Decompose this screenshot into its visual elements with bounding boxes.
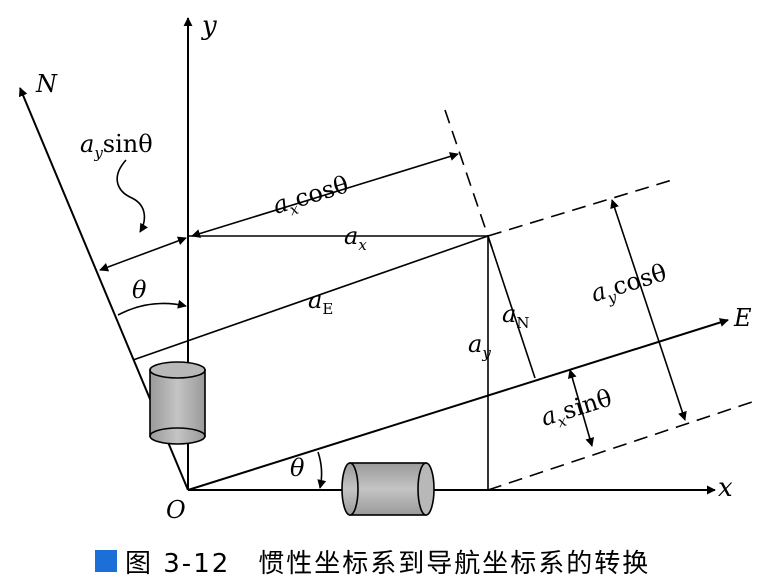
- origin-label: O: [166, 496, 186, 524]
- dashed-guide-lower: [487, 401, 753, 491]
- y-axis-label: y: [201, 11, 217, 41]
- ay-sin-theta-leader: [116, 159, 149, 233]
- caption-marker-square: [95, 550, 117, 572]
- theta-label-lower: θ: [290, 454, 305, 482]
- caption-title: 惯性坐标系到导航坐标系的转换: [258, 548, 651, 579]
- vertical-accelerometer-icon: [149, 361, 206, 445]
- ae-line: [132, 235, 489, 361]
- theta-arc-upper: [117, 299, 187, 316]
- ay-sin-theta-label: aysinθ: [80, 130, 153, 162]
- e-axis-label: E: [733, 304, 752, 332]
- ae-label: aE: [308, 286, 333, 318]
- e-axis-line: [187, 318, 729, 491]
- horizontal-accelerometer-icon: [341, 462, 435, 516]
- caption-figure-number: 图 3-12: [125, 548, 231, 579]
- ax-label: ax: [344, 222, 367, 254]
- ay-cos-theta-label: aycosθ: [588, 258, 671, 311]
- theta-label-upper: θ: [132, 276, 147, 304]
- theta-arc-lower: [317, 451, 327, 489]
- ay-cos-theta-dim-arrow: [610, 199, 687, 421]
- x-axis-label: x: [718, 473, 733, 503]
- an-line: [487, 235, 536, 379]
- dashed-guide-upper: [487, 179, 673, 237]
- ax-cos-theta-dim-arrow: [191, 152, 459, 238]
- n-axis-label: N: [35, 70, 58, 98]
- ax-sin-theta-dim-arrow: [567, 369, 595, 447]
- figure-caption: 图 3-12 惯性坐标系到导航坐标系的转换: [95, 545, 651, 579]
- ay-sin-theta-dim-arrow: [99, 236, 187, 272]
- an-label: aN: [502, 300, 529, 332]
- ay-label: ay: [468, 330, 491, 362]
- dashed-guide-vertical: [444, 109, 493, 249]
- ax-cos-theta-label: axcosθ: [270, 170, 353, 223]
